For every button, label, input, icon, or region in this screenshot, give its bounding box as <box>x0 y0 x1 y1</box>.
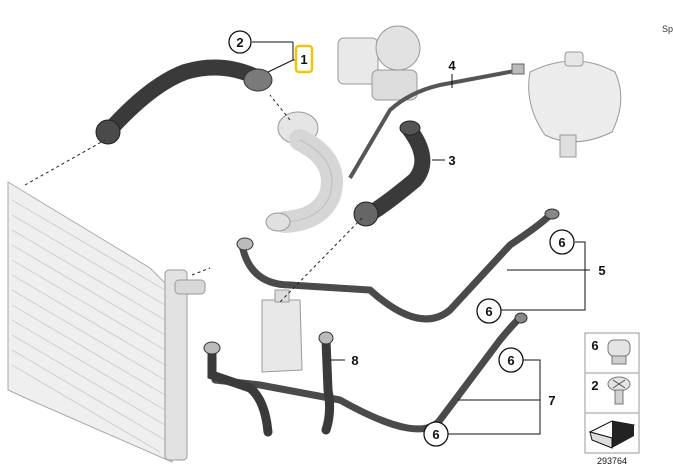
parts-legend: 6 2 293764 <box>584 332 640 466</box>
pipe-5 <box>236 208 560 323</box>
hose-3 <box>353 120 431 227</box>
arrow-icon <box>588 420 636 449</box>
callout-6-a-label: 6 <box>558 235 565 250</box>
screw-clamp-icon <box>607 376 631 405</box>
dashed-assembly-lines <box>24 94 363 303</box>
callout-6-c[interactable]: 6 <box>498 347 524 373</box>
callout-1[interactable]: 1 <box>294 44 314 74</box>
callout-6-b[interactable]: 6 <box>476 298 502 324</box>
callout-4-label[interactable]: 4 <box>448 58 456 73</box>
callout-2-label: 2 <box>236 35 243 50</box>
hoses-8 <box>203 331 335 437</box>
radiator <box>7 181 206 463</box>
callout-2[interactable]: 2 <box>228 30 252 54</box>
callout-3-label[interactable]: 3 <box>448 153 455 168</box>
vent-line-4 <box>348 63 525 180</box>
electric-water-pump <box>337 25 421 101</box>
legend-item-6-label: 6 <box>591 338 598 353</box>
callout-6-d[interactable]: 6 <box>423 421 449 447</box>
coolant-bottle <box>261 289 303 373</box>
thermostat-housing <box>265 111 343 233</box>
callout-6-d-label: 6 <box>432 427 439 442</box>
callout-8-label[interactable]: 8 <box>351 353 358 368</box>
hose-2 <box>95 59 273 145</box>
leader-lines <box>252 41 590 435</box>
hose-clamp-icon <box>607 339 631 365</box>
expansion-tank <box>528 51 622 158</box>
diagram-number: 293764 <box>597 456 627 466</box>
callout-6-b-label: 6 <box>485 304 492 319</box>
callout-7-label[interactable]: 7 <box>548 393 555 408</box>
callout-6-a[interactable]: 6 <box>549 229 575 255</box>
callout-5-label[interactable]: 5 <box>598 263 605 278</box>
callout-1-label: 1 <box>300 52 307 67</box>
corner-text: Sp <box>662 24 673 34</box>
legend-item-2-label: 2 <box>591 378 598 393</box>
callout-6-c-label: 6 <box>507 353 514 368</box>
